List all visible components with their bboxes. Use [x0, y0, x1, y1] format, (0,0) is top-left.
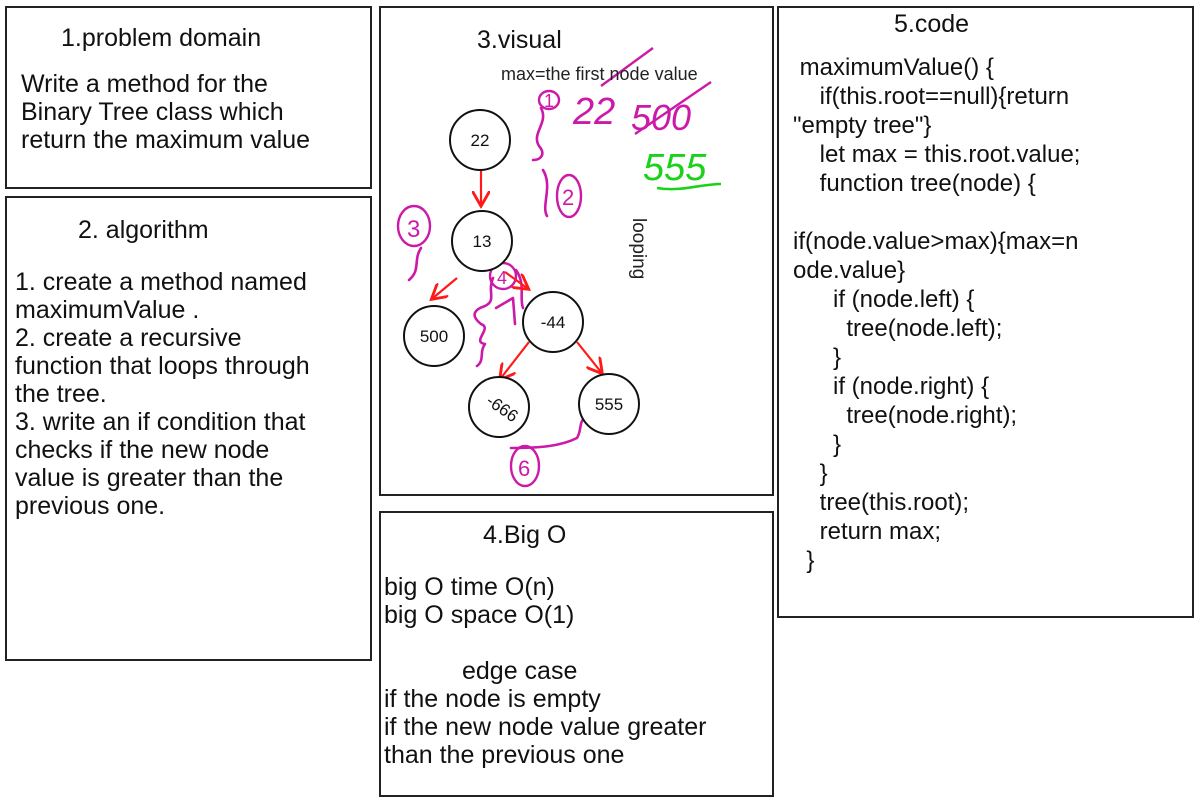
- node-label: 555: [595, 395, 623, 414]
- node-label: 13: [473, 232, 492, 251]
- step-marker-circle: [396, 204, 432, 248]
- algorithm-panel: 2. algorithm 1. create a method named ma…: [5, 196, 372, 661]
- traversal-path-stroke: [407, 246, 423, 282]
- traversal-path-stroke: [473, 276, 495, 368]
- code-line: "empty tree"}: [793, 112, 932, 139]
- big-o-line: if the node is empty: [384, 685, 601, 713]
- visual-note: max=the first node value: [501, 64, 698, 84]
- code-line: if (node.right) {: [793, 373, 990, 400]
- traversal-path-stroke: [531, 106, 545, 162]
- big-o-line: if the new node value greater: [384, 713, 707, 741]
- code-panel: 5.code maximumValue() { if(this.root==nu…: [777, 6, 1194, 618]
- code-line: tree(node.right);: [793, 402, 1018, 429]
- edge-arrow: [504, 271, 527, 288]
- traversal-path-stroke: [509, 414, 591, 450]
- code-line: tree(node.left);: [793, 315, 1003, 342]
- algorithm-steps: 1. create a method named maximumValue . …: [15, 268, 310, 520]
- algorithm-line: previous one.: [15, 492, 166, 520]
- edge-arrow: [501, 341, 530, 378]
- code-line: return max;: [793, 518, 942, 545]
- code-line: function tree(node) {: [793, 170, 1036, 197]
- code-line: maximumValue() {: [793, 54, 994, 81]
- step-marker-circle: [555, 173, 583, 219]
- edge-arrow: [433, 277, 458, 298]
- code-title: 5.code: [894, 10, 970, 38]
- edge-case-heading: edge case: [462, 657, 578, 685]
- problem-line: return the maximum value: [21, 126, 311, 154]
- step-marker-number: 6: [518, 456, 530, 481]
- code-line: if (node.left) {: [793, 286, 975, 313]
- big-o-line: big O time O(n): [384, 573, 555, 601]
- visual-title: 3.visual: [477, 26, 562, 54]
- strike-line: [600, 47, 654, 87]
- algorithm-line: value is greater than the: [15, 464, 284, 492]
- problem-domain-text: Write a method for the Binary Tree class…: [21, 70, 310, 154]
- node-label: 22: [471, 131, 490, 150]
- code-line: }: [793, 547, 815, 574]
- problem-domain-title: 1.problem domain: [61, 24, 262, 52]
- traversal-path-stroke: [541, 168, 549, 218]
- big-o-panel: 4.Big O big O time O(n) big O space O(1)…: [379, 511, 774, 797]
- node-13: [451, 210, 513, 272]
- step-marker-number: 4: [497, 268, 507, 288]
- code-line: if(this.root==null){return: [793, 83, 1070, 110]
- algorithm-line: maximumValue .: [15, 296, 200, 324]
- node-500: [403, 305, 465, 367]
- step-marker-number: 3: [407, 216, 420, 243]
- step-marker-circle: [537, 89, 561, 111]
- code-line: tree(this.root);: [793, 489, 970, 516]
- node-label: 500: [420, 327, 448, 346]
- problem-line: Write a method for the: [21, 70, 268, 98]
- node-neg666: [468, 376, 530, 438]
- algorithm-title: 2. algorithm: [78, 216, 209, 244]
- strike-line: [634, 81, 712, 135]
- code-line: }: [793, 431, 842, 458]
- big-o-line: ​: [384, 629, 706, 657]
- problem-line: Binary Tree class which: [21, 98, 284, 126]
- handwritten-max-22: 22: [572, 91, 615, 133]
- algorithm-line: 1. create a method named: [15, 268, 307, 296]
- node-22: [449, 109, 511, 171]
- code-line: if(node.value>max){max=n: [793, 228, 1079, 255]
- algorithm-line: 3. write an if condition that: [15, 408, 306, 436]
- code-line: ​: [793, 198, 1080, 227]
- node-label: -44: [541, 313, 566, 332]
- code-line: let max = this.root.value;: [793, 141, 1081, 168]
- step-marker-number: 1: [544, 91, 554, 111]
- big-o-title: 4.Big O: [483, 521, 567, 549]
- handwritten-max-555: 555: [643, 147, 707, 189]
- code-line: ode.value}: [793, 257, 906, 284]
- algorithm-line: 2. create a recursive: [15, 324, 242, 352]
- code-block: maximumValue() { if(this.root==null){ret…: [793, 53, 1080, 575]
- underline-555: [656, 182, 722, 191]
- node-555: [578, 373, 640, 435]
- big-o-line: big O space O(1): [384, 601, 575, 629]
- visual-panel: 3.visual 1 2 3 4 6: [379, 6, 774, 496]
- algorithm-line: function that loops through: [15, 352, 310, 380]
- code-line: }: [793, 460, 828, 487]
- code-line: }: [793, 344, 842, 371]
- step-marker-number: 2: [562, 185, 574, 210]
- tree-diagram: 1 2 3 4 6 22 500 555 max=the first node …: [396, 47, 722, 488]
- big-o-line: than the previous one: [384, 741, 625, 769]
- traversal-path-stroke: [494, 296, 517, 326]
- algorithm-line: checks if the new node: [15, 436, 270, 464]
- edge-arrow: [576, 341, 601, 372]
- node-neg44: [522, 291, 584, 353]
- big-o-text: big O time O(n) big O space O(1) ​ edge …: [384, 573, 706, 769]
- problem-domain-panel: 1.problem domain Write a method for the …: [5, 6, 372, 189]
- looping-label: looping: [628, 218, 649, 279]
- step-marker-circle: [509, 444, 541, 488]
- algorithm-line: the tree.: [15, 380, 107, 408]
